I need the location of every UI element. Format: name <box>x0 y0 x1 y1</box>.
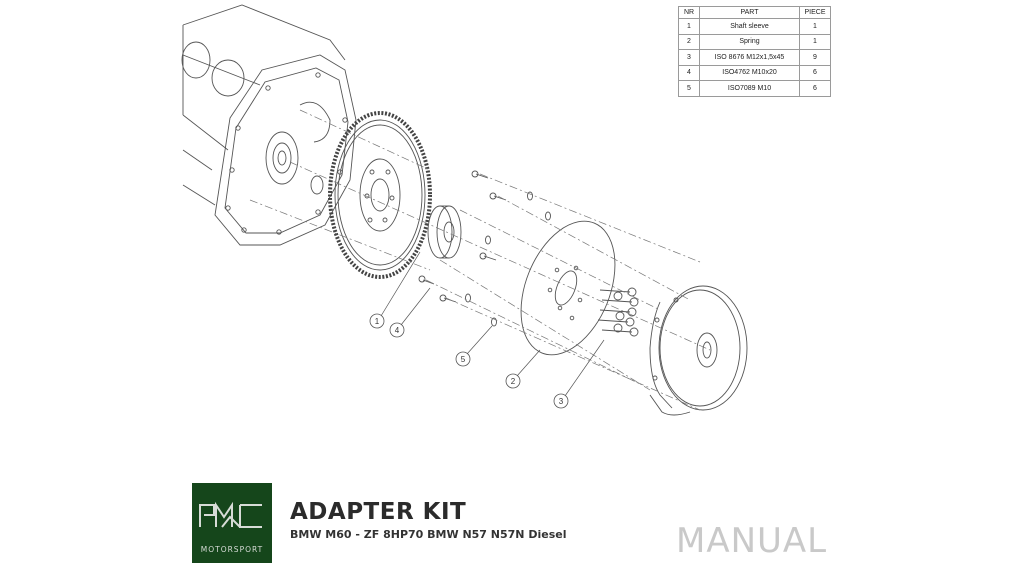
kit-title: ADAPTER KIT <box>290 499 467 525</box>
callout-5: 5 <box>455 351 471 367</box>
manual-label: MANUAL <box>676 521 828 561</box>
svg-text:3: 3 <box>559 397 564 406</box>
parts-table: NR PART PIECE 1 Shaft sleeve 1 2 Spring … <box>678 6 831 97</box>
svg-text:1: 1 <box>375 317 380 326</box>
table-row: 1 Shaft sleeve 1 <box>678 18 831 35</box>
pmc-logo-mark-icon <box>199 501 262 528</box>
row-piece: 6 <box>799 64 831 81</box>
callouts: 1 4 5 2 3 <box>369 313 569 409</box>
svg-text:2: 2 <box>511 377 516 386</box>
row-part: ISO7089 M10 <box>699 80 800 97</box>
table-row: 4 ISO4762 M10x20 6 <box>678 64 831 81</box>
callout-4: 4 <box>389 322 405 338</box>
torque-converter <box>649 285 748 416</box>
table-row: 5 ISO7089 M10 6 <box>678 80 831 97</box>
assembly-centerlines <box>249 109 711 411</box>
kit-subtitle: BMW M60 - ZF 8HP70 BMW N57 N57N Diesel <box>290 528 567 541</box>
engine-block <box>181 4 346 206</box>
callout-2: 2 <box>505 373 521 389</box>
row-nr: 2 <box>678 33 700 50</box>
header-nr: NR <box>678 6 700 19</box>
row-nr: 4 <box>678 64 700 81</box>
callout-1: 1 <box>369 313 385 329</box>
callout-3: 3 <box>553 393 569 409</box>
row-nr: 1 <box>678 18 700 35</box>
pmc-motorsport-logo: MOTORSPORT <box>192 483 272 563</box>
row-nr: 5 <box>678 80 700 97</box>
engine-flange-plate <box>214 54 357 246</box>
row-part: ISO4762 M10x20 <box>699 64 800 81</box>
table-row: 2 Spring 1 <box>678 33 831 50</box>
shaft-sleeve <box>427 205 462 259</box>
header-piece: PIECE <box>799 6 831 19</box>
header-part: PART <box>699 6 800 19</box>
row-piece: 9 <box>799 49 831 66</box>
flywheel-ring-gear <box>328 111 432 279</box>
row-nr: 3 <box>678 49 700 66</box>
svg-text:4: 4 <box>395 326 400 335</box>
row-part: Shaft sleeve <box>699 18 800 35</box>
svg-text:5: 5 <box>461 355 466 364</box>
parts-table-header-row: NR PART PIECE <box>678 6 831 19</box>
bolt-group <box>597 287 639 337</box>
row-piece: 6 <box>799 80 831 97</box>
row-part: Spring <box>699 33 800 50</box>
logo-text: MOTORSPORT <box>200 545 264 554</box>
flex-plate <box>520 220 616 356</box>
table-row: 3 ISO 8676 M12x1,5x45 9 <box>678 49 831 66</box>
row-piece: 1 <box>799 18 831 35</box>
row-part: ISO 8676 M12x1,5x45 <box>699 49 800 66</box>
callout-leaders <box>380 251 605 397</box>
row-piece: 1 <box>799 33 831 50</box>
